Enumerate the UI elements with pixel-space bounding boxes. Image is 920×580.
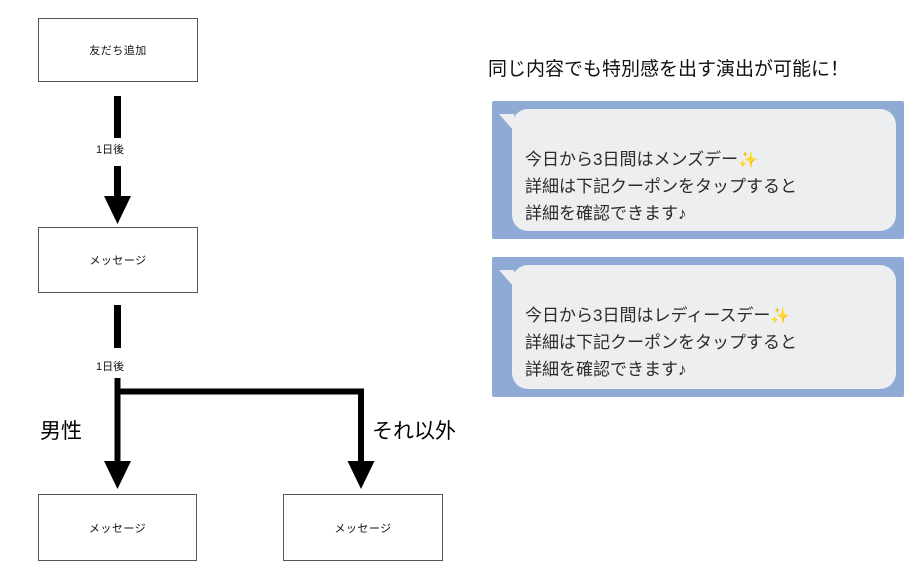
preview-panel: 同じ内容でも特別感を出す演出が可能に！ 今日から3日間はメンズデー✨ 詳細は下記…: [470, 0, 920, 580]
chat-bubble-mens[interactable]: 今日から3日間はメンズデー✨ 詳細は下記クーポンをタップすると 詳細を確認できま…: [512, 109, 896, 231]
bubble-2-line-2-text: 詳細は下記クーポンをタップすると: [525, 332, 797, 352]
arrow-friendadd-to-message1: [104, 166, 131, 224]
bubble-2-line-1-text: 今日から3日間はレディースデー: [525, 305, 771, 325]
delay-label-1: 1日後: [96, 144, 125, 156]
connector-stub-message1: [114, 305, 121, 348]
sparkle-icon: ✨: [738, 151, 759, 169]
node-message-2[interactable]: メッセージ: [38, 494, 197, 561]
connector-stub-friendadd: [114, 96, 121, 138]
branch-label-other: それ以外: [372, 420, 456, 443]
node-friend-add-label: 友だち追加: [89, 45, 147, 57]
chat-bubble-mens-backdrop: 今日から3日間はメンズデー✨ 詳細は下記クーポンをタップすると 詳細を確認できま…: [492, 101, 904, 239]
bubble-2-line-3-text: 詳細を確認できます♪: [525, 359, 687, 379]
bubble-tail-icon: [499, 270, 514, 287]
branch-label-male: 男性: [40, 420, 82, 443]
bubble-1-line-3-text: 詳細を確認できます♪: [525, 203, 687, 223]
delay-label-2: 1日後: [96, 361, 125, 373]
bubble-1-line-2-text: 詳細は下記クーポンをタップすると: [525, 176, 797, 196]
node-friend-add[interactable]: 友だち追加: [38, 18, 198, 82]
branch-connector: [104, 378, 375, 489]
bubble-line-1: 今日から3日間はレディースデー✨: [525, 276, 882, 330]
bubble-1-line-1-text: 今日から3日間はメンズデー: [525, 149, 739, 169]
flowchart: 友だち追加 1日後 メッセージ 1日後 男性 それ以外 メッセージ メッセージ: [38, 18, 456, 561]
headline-text: 同じ内容でも特別感を出す演出が可能に！: [488, 59, 850, 80]
chat-bubble-ladies-backdrop: 今日から3日間はレディースデー✨ 詳細は下記クーポンをタップすると 詳細を確認で…: [492, 257, 904, 397]
node-message-3-label: メッセージ: [334, 522, 392, 535]
node-message-2-label: メッセージ: [88, 522, 147, 535]
flowchart-connectors: [104, 166, 375, 489]
node-message-1-label: メッセージ: [89, 255, 147, 267]
node-message-3[interactable]: メッセージ: [283, 494, 443, 561]
sparkle-icon: ✨: [770, 307, 791, 325]
node-message-1[interactable]: メッセージ: [38, 227, 198, 293]
bubble-tail-icon: [499, 114, 514, 131]
chat-bubble-ladies[interactable]: 今日から3日間はレディースデー✨ 詳細は下記クーポンをタップすると 詳細を確認で…: [512, 265, 896, 389]
bubble-line-1: 今日から3日間はメンズデー✨: [525, 120, 882, 174]
